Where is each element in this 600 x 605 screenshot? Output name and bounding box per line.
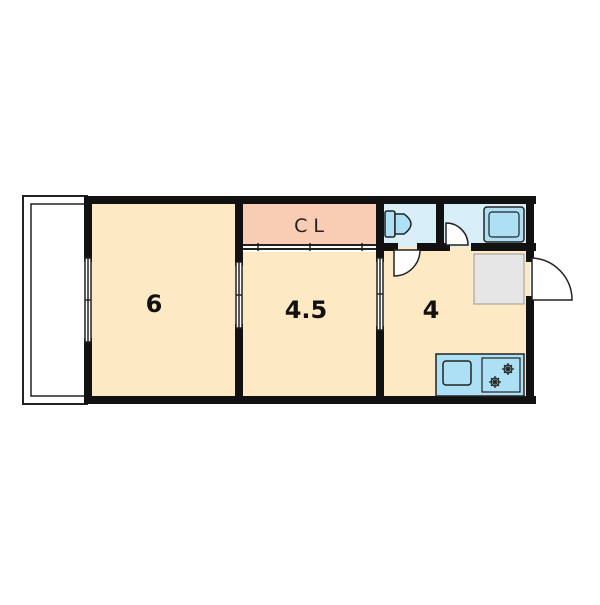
- door-swing-icon: [393, 222, 573, 301]
- closet-sliding-door: [243, 243, 376, 251]
- middle-room-floor: [239, 252, 380, 400]
- walls: [84, 196, 536, 404]
- washer-space: [473, 253, 525, 305]
- partition-sliding-door-left: [235, 261, 243, 329]
- kitchen-room-label: 4: [423, 296, 440, 324]
- gas-stove-icon: [481, 357, 521, 393]
- toilet-icon: [384, 210, 412, 238]
- middle-room-label: 4.5: [285, 296, 328, 324]
- western-room-floor: [88, 200, 239, 400]
- sink-icon: [442, 360, 472, 386]
- bathtub-icon: [483, 206, 525, 243]
- closet-label: CL: [294, 215, 330, 237]
- closet-floor: [239, 200, 380, 245]
- partition-sliding-door-right: [376, 257, 384, 331]
- sliding-window-icon: [84, 257, 92, 343]
- western-room-label: 6: [146, 290, 163, 318]
- kitchen-counter: [435, 353, 525, 397]
- balcony: [22, 195, 88, 405]
